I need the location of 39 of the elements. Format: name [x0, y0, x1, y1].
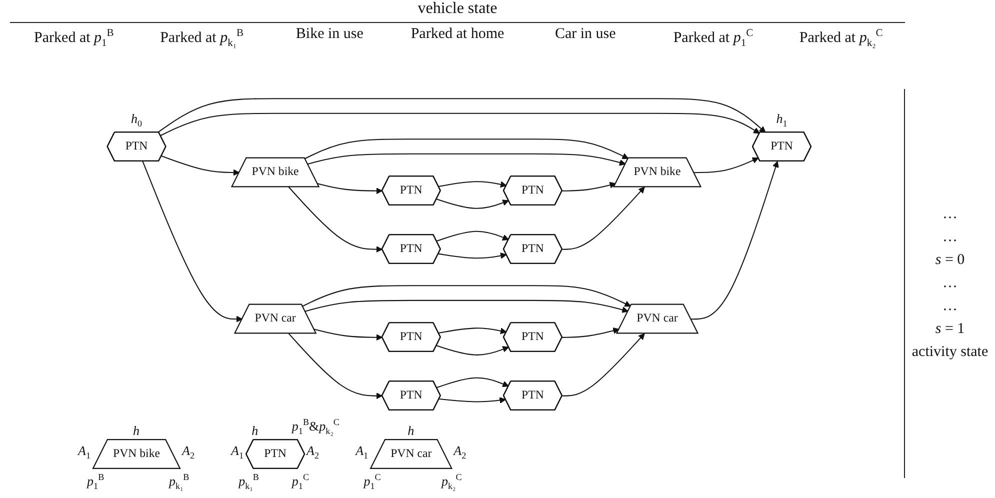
node-annotation: A$_{1}$ [356, 444, 368, 464]
node-annotation: A$_{2}$ [454, 444, 466, 464]
row-label: s = 1 [935, 321, 965, 338]
axis-title: vehicle state [418, 0, 498, 18]
column-header: Car in use [554, 25, 617, 44]
row-label: … [942, 229, 958, 246]
node-label: PTN [400, 241, 422, 257]
node-label: PVN bike [113, 446, 160, 462]
node-label: PTN [522, 241, 544, 257]
node-label: PVN car [390, 446, 432, 462]
column-header: Bike in use [294, 25, 364, 44]
node-annotation: h$_{0}$ [131, 112, 142, 130]
node-label: PVN bike [634, 164, 681, 180]
node-annotation: h [133, 424, 140, 438]
node-label: PTN [522, 182, 544, 198]
node-annotation: h$_{1}$ [776, 112, 788, 130]
node-annotation: A$_{1}$ [78, 444, 90, 464]
row-label: … [942, 275, 958, 292]
node-label: PTN [125, 138, 148, 154]
node-annotation: A$_{2}$ [182, 444, 194, 464]
row-label: s = 0 [935, 252, 965, 269]
row-label: … [942, 206, 958, 223]
node-label: PTN [400, 329, 422, 345]
row-label: … [942, 298, 958, 315]
node-label: PVN car [636, 311, 678, 327]
node-label: PTN [522, 388, 544, 404]
node-label: PVN bike [252, 164, 299, 180]
node-annotation: A$_{1}$ [231, 444, 244, 464]
node-label: PTN [522, 329, 544, 345]
node-annotation: A$_{2}$ [306, 444, 320, 464]
node-label: PTN [264, 446, 286, 462]
node-label: PVN car [254, 311, 296, 327]
node-annotation: h [252, 424, 258, 438]
node-label: PTN [400, 388, 422, 404]
column-header: Parked at home [410, 25, 506, 44]
node-label: PTN [770, 138, 793, 154]
node-annotation: h [408, 424, 414, 438]
row-label: activity state [912, 344, 988, 361]
node-label: PTN [400, 182, 422, 198]
